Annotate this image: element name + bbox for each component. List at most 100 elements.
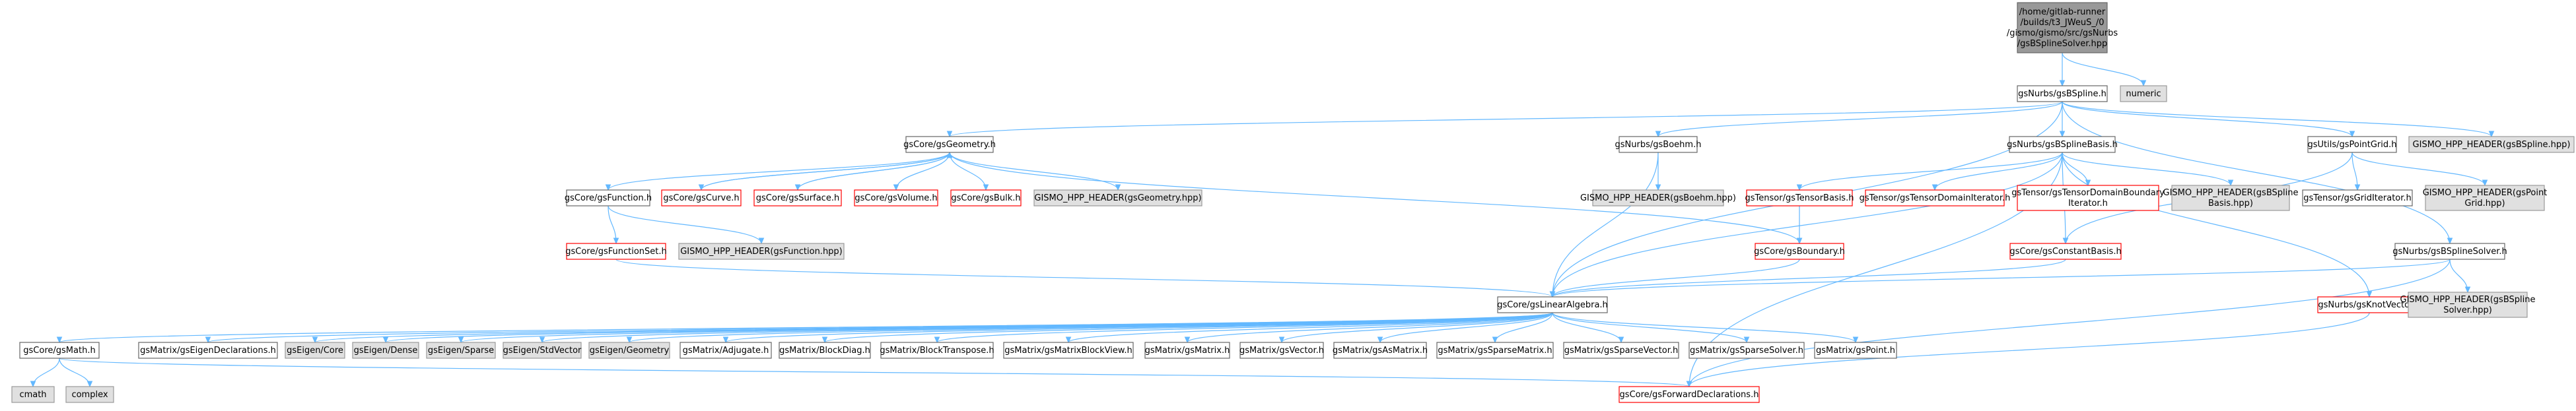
graph-node-pointgrid_h[interactable]: gsUtils/gsPointGrid.h bbox=[2307, 136, 2397, 153]
edge-arrowhead bbox=[1932, 184, 1938, 191]
graph-node-geometry_h[interactable]: gsCore/gsGeometry.h bbox=[903, 136, 996, 153]
graph-node-volume_h[interactable]: gsCore/gsVolume.h bbox=[854, 189, 938, 206]
node-label: /builds/t3_JWeuS_/0 bbox=[2021, 18, 2105, 28]
graph-node-adjugate_h[interactable]: gsMatrix/Adjugate.h bbox=[679, 342, 772, 359]
graph-node-sparsesolver_h[interactable]: gsMatrix/gsSparseSolver.h bbox=[1688, 342, 1805, 359]
node-label: gsMatrix/BlockTranspose.h bbox=[880, 346, 994, 356]
graph-node-griditerator_h[interactable]: gsTensor/gsGridIterator.h bbox=[2302, 189, 2413, 206]
graph-node-eigen_dense[interactable]: gsEigen/Dense bbox=[352, 342, 419, 359]
edge-arrowhead bbox=[758, 237, 765, 245]
edge-arrowhead bbox=[1618, 336, 1624, 344]
graph-node-tensorbasis_h[interactable]: gsTensor/gsTensorBasis.h bbox=[1745, 189, 1854, 206]
edge-line bbox=[2351, 152, 2358, 191]
edge-arrowhead bbox=[56, 336, 63, 344]
graph-node-numeric[interactable]: numeric bbox=[2120, 85, 2167, 102]
node-box bbox=[2120, 85, 2167, 102]
graph-node-hpp_function[interactable]: GISMO_HPP_HEADER(gsFunction.hpp) bbox=[678, 243, 845, 260]
edge-arrowhead bbox=[1852, 336, 1859, 344]
graph-node-hpp_boehm[interactable]: GISMO_HPP_HEADER(gsBoehm.hpp) bbox=[1580, 189, 1736, 206]
node-label: gsCore/gsMath.h bbox=[23, 346, 95, 356]
graph-node-hpp_bspline[interactable]: GISMO_HPP_HEADER(gsBSpline.hpp) bbox=[2408, 136, 2575, 153]
edge-line bbox=[797, 152, 950, 191]
graph-node-matrix_h[interactable]: gsMatrix/gsMatrix.h bbox=[1144, 342, 1230, 359]
graph-node-bsplinebasis_h[interactable]: gsNurbs/gsBSplineBasis.h bbox=[2007, 136, 2118, 153]
edge-arrowhead bbox=[2464, 286, 2471, 294]
node-label: gsEigen/StdVector bbox=[503, 346, 582, 356]
graph-node-matrixblockview_h[interactable]: gsMatrix/gsMatrixBlockView.h bbox=[1003, 342, 1134, 359]
graph-node-forwarddecl_h[interactable]: gsCore/gsForwardDeclarations.h bbox=[1619, 386, 1760, 403]
node-label: gsCore/gsGeometry.h bbox=[903, 140, 996, 150]
graph-node-function_h[interactable]: gsCore/gsFunction.h bbox=[565, 189, 652, 206]
node-box bbox=[588, 342, 670, 359]
graph-node-eigen_geometry[interactable]: gsEigen/Geometry bbox=[588, 342, 670, 359]
node-label: gsCore/gsVolume.h bbox=[854, 193, 937, 203]
dependency-edge bbox=[1377, 312, 1553, 344]
graph-node-functionset_h[interactable]: gsCore/gsFunctionSet.h bbox=[565, 243, 667, 260]
graph-node-blocktranspose_h[interactable]: gsMatrix/BlockTranspose.h bbox=[880, 342, 994, 359]
graph-node-eigen_sparse[interactable]: gsEigen/Sparse bbox=[426, 342, 496, 359]
edge-arrowhead bbox=[1549, 291, 1556, 298]
edge-arrowhead bbox=[2085, 179, 2091, 187]
edge-arrowhead bbox=[821, 336, 828, 344]
edge-line bbox=[608, 152, 950, 191]
graph-node-tensordomainiter_h[interactable]: gsTensor/gsTensorDomainIterator.h bbox=[1860, 189, 2011, 206]
node-label: complex bbox=[71, 390, 108, 400]
node-label: GISMO_HPP_HEADER(gsFunction.hpp) bbox=[680, 247, 843, 257]
node-box bbox=[2408, 292, 2528, 318]
graph-node-bsplinesolver_h[interactable]: gsNurbs/gsBSplineSolver.h bbox=[2392, 243, 2507, 260]
dependency-edge bbox=[1184, 312, 1553, 344]
graph-node-knotvector_h[interactable]: gsNurbs/gsKnotVector.h bbox=[2317, 296, 2421, 313]
dependency-edge bbox=[56, 312, 1553, 344]
node-label: GISMO_HPP_HEADER(gsPoint bbox=[2423, 188, 2548, 198]
node-label: gsNurbs/gsBSpline.h bbox=[2018, 89, 2106, 99]
graph-node-hpp_bsplinebasis[interactable]: GISMO_HPP_HEADER(gsBSplineBasis.hpp) bbox=[2163, 185, 2299, 211]
graph-node-linearalgebra_h[interactable]: gsCore/gsLinearAlgebra.h bbox=[1497, 296, 1608, 313]
graph-node-sparsevector_h[interactable]: gsMatrix/gsSparseVector.h bbox=[1563, 342, 1679, 359]
graph-node-hpp_geometry[interactable]: GISMO_HPP_HEADER(gsGeometry.hpp) bbox=[1033, 189, 1202, 206]
graph-node-hpp_bsplinesolver[interactable]: GISMO_HPP_HEADER(gsBSplineSolver.hpp) bbox=[2400, 292, 2536, 318]
graph-node-boehm_h[interactable]: gsNurbs/gsBoehm.h bbox=[1615, 136, 1702, 153]
graph-node-blockdiag_h[interactable]: gsMatrix/BlockDiag.h bbox=[779, 342, 871, 359]
graph-node-bulk_h[interactable]: gsCore/gsBulk.h bbox=[950, 189, 1022, 206]
node-label: gsUtils/gsPointGrid.h bbox=[2308, 140, 2397, 150]
graph-node-root[interactable]: /home/gitlab-runner/builds/t3_JWeuS_/0/g… bbox=[2007, 2, 2118, 53]
dependency-edge bbox=[615, 259, 1556, 298]
graph-node-eigendecl_h[interactable]: gsMatrix/gsEigenDeclarations.h bbox=[138, 342, 278, 359]
graph-node-constantbasis_h[interactable]: gsCore/gsConstantBasis.h bbox=[2009, 243, 2122, 260]
node-label: gsCore/gsForwardDeclarations.h bbox=[1620, 390, 1759, 400]
graph-node-boundary_h[interactable]: gsCore/gsBoundary.h bbox=[1754, 243, 1845, 260]
node-box bbox=[2017, 185, 2159, 211]
edge-line bbox=[2062, 152, 2089, 186]
node-box bbox=[1497, 296, 1608, 313]
node-box bbox=[1436, 342, 1554, 359]
edge-line bbox=[2062, 101, 2353, 137]
edge-arrowhead bbox=[698, 184, 705, 191]
edge-arrowhead bbox=[893, 184, 899, 191]
graph-node-math_h[interactable]: gsCore/gsMath.h bbox=[19, 342, 100, 359]
graph-node-vector_h[interactable]: gsMatrix/gsVector.h bbox=[1239, 342, 1324, 359]
edge-arrowhead bbox=[626, 336, 633, 344]
graph-node-curve_h[interactable]: gsCore/gsCurve.h bbox=[661, 189, 742, 206]
graph-node-point_h[interactable]: gsMatrix/gsPoint.h bbox=[1814, 342, 1897, 359]
graph-node-tensordomainbound_h[interactable]: gsTensor/gsTensorDomainBoundaryIterator.… bbox=[2011, 185, 2165, 211]
graph-node-surface_h[interactable]: gsCore/gsSurface.h bbox=[753, 189, 842, 206]
graph-node-cmath[interactable]: cmath bbox=[11, 386, 55, 403]
edge-arrowhead bbox=[1686, 381, 1692, 388]
graph-node-eigen_core[interactable]: gsEigen/Core bbox=[285, 342, 345, 359]
edge-line bbox=[936, 312, 1553, 343]
dependency-edge bbox=[701, 151, 953, 191]
graph-node-sparsematrix_h[interactable]: gsMatrix/gsSparseMatrix.h bbox=[1436, 342, 1554, 359]
graph-node-asmatrix_h[interactable]: gsMatrix/gsAsMatrix.h bbox=[1333, 342, 1428, 359]
graph-node-eigen_stdvector[interactable]: gsEigen/StdVector bbox=[503, 342, 582, 359]
node-label: Solver.hpp) bbox=[2443, 305, 2492, 315]
node-label: gsMatrix/gsSparseMatrix.h bbox=[1438, 346, 1552, 356]
edge-line bbox=[1552, 152, 2063, 298]
node-box bbox=[779, 342, 871, 359]
edge-arrowhead bbox=[312, 336, 318, 344]
node-box bbox=[1144, 342, 1230, 359]
graph-node-hpp_pointgrid[interactable]: GISMO_HPP_HEADER(gsPointGrid.hpp) bbox=[2423, 185, 2548, 211]
graph-node-bspline_h[interactable]: gsNurbs/gsBSpline.h bbox=[2017, 85, 2108, 102]
graph-node-complex[interactable]: complex bbox=[65, 386, 114, 403]
node-label: gsCore/gsBoundary.h bbox=[1754, 247, 1845, 257]
